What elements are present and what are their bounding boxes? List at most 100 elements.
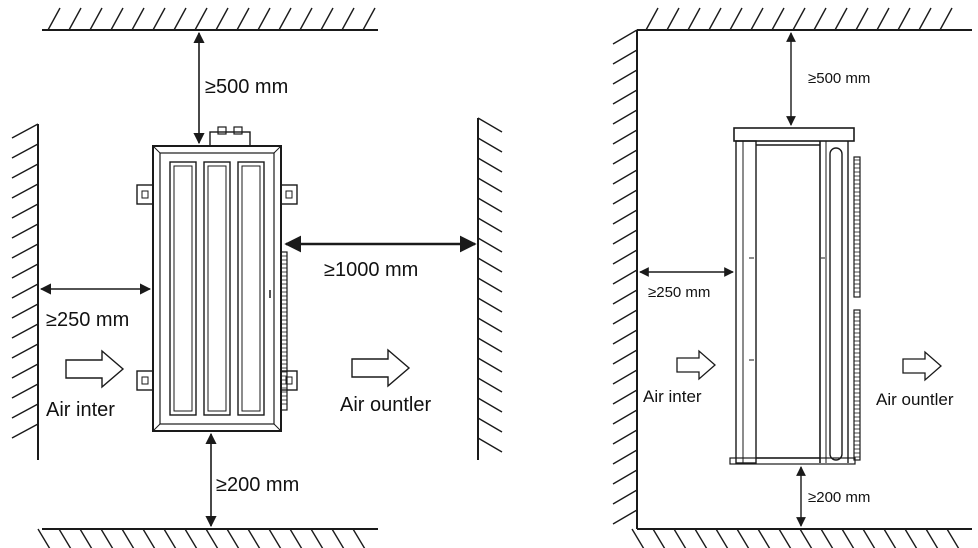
right-top-clearance-label: ≥500 mm <box>808 70 870 87</box>
hatch-line <box>736 528 750 548</box>
hatch-line <box>289 528 303 548</box>
hatch-line <box>841 528 855 548</box>
hatch-line <box>268 528 282 548</box>
hatch-line <box>331 528 345 548</box>
hatch-line <box>757 528 771 548</box>
hatch-line <box>37 528 51 548</box>
hatch-line <box>68 7 82 31</box>
unit-front-view <box>136 145 298 432</box>
hatch-line <box>750 7 764 31</box>
hatch-line <box>11 243 39 259</box>
hatch-line <box>11 423 39 439</box>
left-inlet-clearance-label: ≥250 mm <box>46 309 129 331</box>
hatch-line <box>278 7 292 31</box>
hatch-line <box>612 209 638 225</box>
hatch-line <box>11 223 39 239</box>
right-inlet-clearance-label: ≥250 mm <box>648 284 710 301</box>
hatch-line <box>612 409 638 425</box>
right-air-outlet-label: Air ountler <box>876 390 954 409</box>
hatch-line <box>477 377 503 393</box>
hatch-line <box>320 7 334 31</box>
hatch-line <box>257 7 271 31</box>
hatch-line <box>477 277 503 293</box>
hatch-line <box>612 269 638 285</box>
left-side-clearance-label: ≥1000 mm <box>324 259 418 281</box>
hatch-line <box>477 397 503 413</box>
hatch-line <box>612 349 638 365</box>
hatch-line <box>612 489 638 505</box>
hatch-line <box>799 528 813 548</box>
hatch-line <box>11 283 39 299</box>
unit-side-view <box>729 127 861 465</box>
hatch-line <box>11 303 39 319</box>
hatch-line <box>477 157 503 173</box>
hatch-line <box>612 249 638 265</box>
hatch-line <box>11 123 39 139</box>
hatch-line <box>778 528 792 548</box>
hatch-line <box>729 7 743 31</box>
hatch-line <box>131 7 145 31</box>
hatch-line <box>925 528 939 548</box>
hatch-line <box>58 528 72 548</box>
hatch-line <box>11 183 39 199</box>
hatch-line <box>612 289 638 305</box>
hatch-line <box>612 169 638 185</box>
hatch-line <box>820 528 834 548</box>
hatch-line <box>855 7 869 31</box>
hatch-line <box>612 189 638 205</box>
hatch-line <box>163 528 177 548</box>
right-side-wall <box>477 117 503 460</box>
hatch-line <box>771 7 785 31</box>
air-inlet-arrow-icon <box>65 349 125 389</box>
hatch-line <box>876 7 890 31</box>
hatch-line <box>352 528 366 548</box>
hatch-line <box>215 7 229 31</box>
hatch-line <box>612 69 638 85</box>
hatch-line <box>612 89 638 105</box>
hatch-line <box>612 129 638 145</box>
unit-top-fittings <box>209 126 251 147</box>
hatch-line <box>477 217 503 233</box>
right-air-outlet-arrow-icon <box>902 350 942 382</box>
hatch-line <box>612 389 638 405</box>
hatch-line <box>121 528 135 548</box>
hatch-line <box>612 109 638 125</box>
hatch-line <box>11 163 39 179</box>
left-view: ≥500 mm ≥1000 mm ≥250 mm ≥200 mm Air int… <box>11 7 503 548</box>
hatch-line <box>11 343 39 359</box>
hatch-line <box>142 528 156 548</box>
hatch-line <box>883 528 897 548</box>
left-ceiling-wall <box>42 7 378 31</box>
hatch-line <box>612 49 638 65</box>
hatch-line <box>205 528 219 548</box>
air-outlet-arrow-icon <box>351 348 411 388</box>
hatch-line <box>612 429 638 445</box>
hatch-line <box>477 117 503 133</box>
hatch-line <box>152 7 166 31</box>
hatch-line <box>226 528 240 548</box>
hatch-line <box>299 7 313 31</box>
hatch-line <box>11 403 39 419</box>
hatch-line <box>652 528 666 548</box>
hatch-line <box>813 7 827 31</box>
left-top-clearance-label: ≥500 mm <box>205 76 288 98</box>
hatch-line <box>918 7 932 31</box>
hatch-line <box>715 528 729 548</box>
hatch-line <box>687 7 701 31</box>
left-floor-wall <box>37 528 378 548</box>
hatch-line <box>897 7 911 31</box>
hatch-line <box>477 357 503 373</box>
hatch-line <box>477 297 503 313</box>
left-side-wall <box>11 123 39 460</box>
hatch-line <box>477 177 503 193</box>
right-air-inlet-arrow-icon <box>676 349 716 381</box>
hatch-line <box>708 7 722 31</box>
hatch-line <box>612 29 638 45</box>
hatch-line <box>834 7 848 31</box>
hatch-line <box>631 528 645 548</box>
right-air-inlet-label: Air inter <box>643 387 702 406</box>
hatch-line <box>247 528 261 548</box>
hatch-line <box>477 137 503 153</box>
right-bottom-clearance-label: ≥200 mm <box>808 489 870 506</box>
